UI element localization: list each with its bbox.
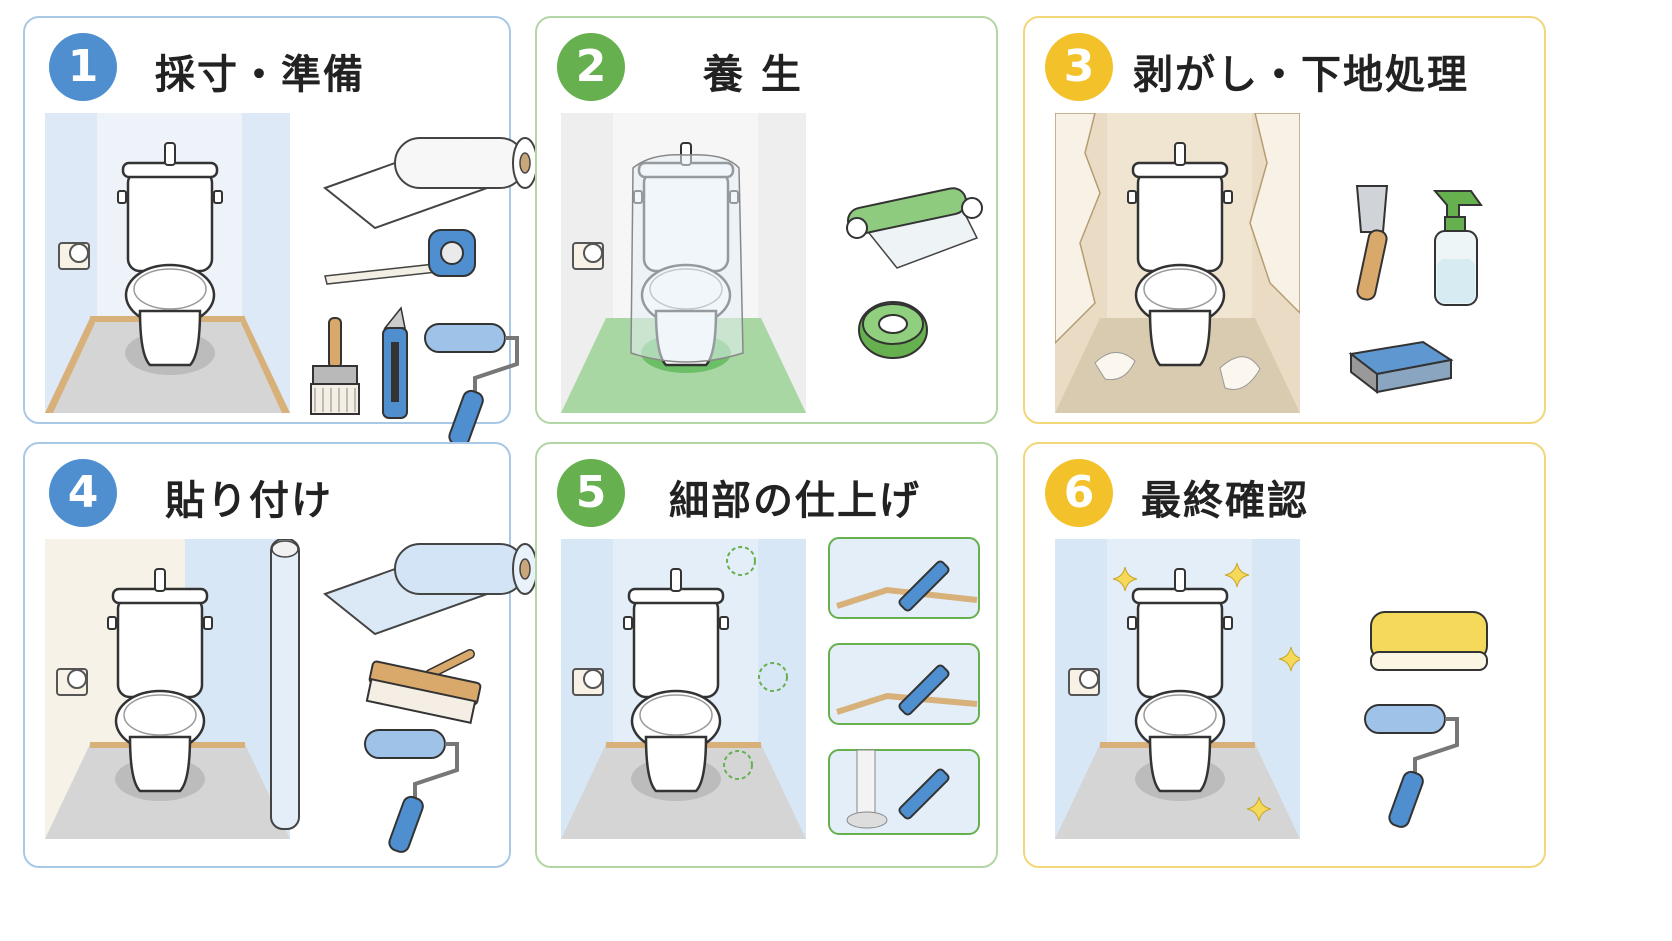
smoothing-brush-icon (365, 649, 482, 724)
lint-roller-icon (1363, 703, 1459, 832)
step-card-6: 6 最終確認 (1023, 442, 1546, 868)
step-card-5: 5 細部の仕上げ (535, 442, 998, 868)
green-tape-icon (858, 301, 928, 359)
step-title: 採寸・準備 (155, 52, 365, 98)
step-title: 養 生 (703, 52, 803, 98)
cutter-knife-icon (382, 307, 408, 419)
protected-toilet-illustration (561, 113, 806, 413)
toilet-room-illustration (45, 113, 290, 413)
step-title: 貼り付け (165, 478, 333, 524)
finished-wall-illustration (561, 539, 806, 839)
scraper-icon (1355, 185, 1389, 301)
step-card-3: 3 剥がし・下地処理 (1023, 16, 1546, 424)
hanging-wallpaper-illustration (45, 539, 300, 839)
wallpaper-roll-icon (324, 543, 538, 635)
step-number-badge: 3 (1045, 33, 1113, 101)
brush-icon (310, 317, 360, 415)
step-card-2: 2 養 生 (535, 16, 998, 424)
step-title: 剥がし・下地処理 (1133, 52, 1469, 98)
spray-bottle-icon (1432, 190, 1483, 306)
step-number-badge: 4 (49, 459, 117, 527)
step-title: 細部の仕上げ (669, 478, 921, 524)
roller-icon (363, 728, 459, 857)
tape-measure-icon (324, 229, 476, 285)
step-title: 最終確認 (1141, 478, 1309, 524)
step-number-badge: 5 (557, 459, 625, 527)
sponge-icon (1348, 340, 1454, 395)
step-card-4: 4 貼り付け (23, 442, 538, 868)
step-number-badge: 6 (1045, 459, 1113, 527)
yellow-sponge-icon (1370, 611, 1488, 671)
wallpaper-roll-icon (324, 137, 538, 229)
completed-room-illustration (1055, 539, 1300, 839)
step-number-badge: 1 (49, 33, 117, 101)
detail-zoom-panels (828, 537, 980, 835)
masker-tape-icon (846, 187, 983, 269)
peeled-wall-illustration (1055, 113, 1300, 413)
step-number-badge: 2 (557, 33, 625, 101)
step-card-1: 1 採寸・準備 (23, 16, 538, 451)
roller-icon (423, 322, 519, 451)
